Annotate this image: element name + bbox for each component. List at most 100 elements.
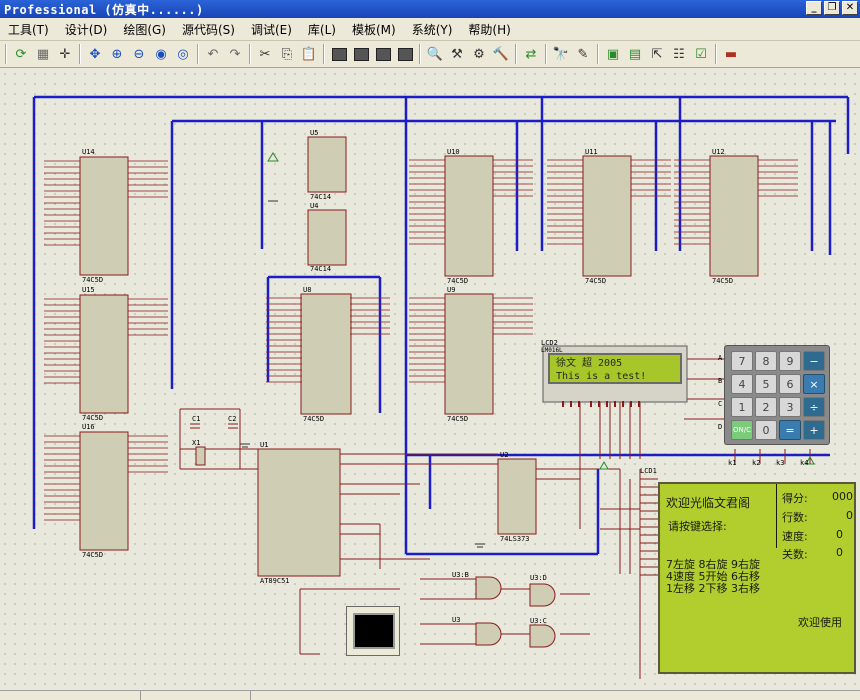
key-minus[interactable]: −	[803, 351, 825, 371]
menu-bar: 工具(T) 设计(D) 绘图(G) 源代码(S) 调试(E) 库(L) 模板(M…	[0, 18, 860, 41]
menu-library[interactable]: 库(L)	[307, 22, 336, 37]
zoom-in-icon[interactable]: ⊕	[111, 46, 123, 62]
pin-stubs	[43, 159, 799, 521]
menu-system[interactable]: 系统(Y)	[411, 22, 453, 37]
virtual-terminal	[346, 606, 400, 656]
power-arrows	[267, 152, 815, 470]
chip-bodies	[79, 136, 759, 577]
crystal-caps	[190, 423, 238, 466]
key-0[interactable]: 0	[755, 420, 777, 440]
key-multiply[interactable]: ×	[803, 374, 825, 394]
gate-label-u3c: U3:C	[530, 617, 547, 625]
menu-graph[interactable]: 绘图(G)	[123, 22, 166, 37]
window-title: Professional (仿真中......)	[4, 3, 204, 17]
grid-icon[interactable]: ▦	[36, 46, 50, 62]
exit-parent-icon[interactable]: ⇱	[651, 46, 663, 62]
keypad-row-b: B	[718, 377, 723, 385]
chip-part-u8: 74C5D	[303, 415, 325, 423]
zoom-all-icon[interactable]: ◉	[155, 46, 167, 62]
block-rotate-icon[interactable]	[374, 45, 392, 63]
origin-icon[interactable]: ✛	[59, 46, 71, 62]
paste-icon[interactable]: 📋	[300, 46, 318, 62]
menu-design[interactable]: 设计(D)	[64, 22, 108, 37]
menu-source[interactable]: 源代码(S)	[181, 22, 235, 37]
lcd2-part: LM016L	[541, 347, 563, 354]
decompose-icon[interactable]: 🔨	[492, 46, 510, 62]
key-2[interactable]: 2	[755, 397, 777, 417]
keypad-row-c: C	[718, 400, 723, 408]
chip-label-u10: U10	[447, 148, 460, 156]
chip-part-u12: 74C5D	[712, 277, 734, 285]
lcd2-pins	[562, 401, 640, 407]
menu-debug[interactable]: 调试(E)	[250, 22, 292, 37]
chip-label-u15: U15	[82, 286, 95, 294]
lcd1-footer: 欢迎使用	[798, 616, 842, 629]
chip-part-u10: 74C5D	[447, 277, 469, 285]
chip-part-u15: 74C5D	[82, 414, 104, 422]
menu-template[interactable]: 模板(M)	[351, 22, 396, 37]
ares-netlist-icon[interactable]: ▬	[724, 46, 738, 62]
and-gates	[475, 576, 556, 648]
ground-symbols	[240, 200, 485, 548]
make-device-icon[interactable]: ⚒	[451, 46, 463, 62]
chip-label-u16: U16	[82, 423, 95, 431]
block-copy-icon[interactable]	[330, 45, 348, 63]
new-sheet-icon[interactable]: ▣	[606, 46, 620, 62]
key-1[interactable]: 1	[731, 397, 753, 417]
title-bar: Professional (仿真中......) _ ❐ ✕	[0, 0, 860, 18]
zoom-out-icon[interactable]: ⊖	[133, 46, 145, 62]
refresh-icon[interactable]: ⟳	[15, 46, 27, 62]
toolbar: ⟳ ▦ ✛ ✥ ⊕ ⊖ ◉ ◎ ↶ ↷ ✂ ⎘ 📋 🔍 ⚒ ⚙ 🔨 ⇄ 🔭 ✎ …	[0, 41, 860, 68]
chip-part-u1: AT89C51	[260, 577, 290, 585]
chip-label-u1: U1	[260, 441, 269, 449]
chip-part-u2: 74LS373	[500, 535, 530, 543]
status-bar	[0, 690, 860, 700]
key-9[interactable]: 9	[779, 351, 801, 371]
chip-label-u2: U2	[500, 451, 509, 459]
cap-label-c1: C1	[192, 415, 201, 423]
menu-help[interactable]: 帮助(H)	[468, 22, 511, 37]
remove-sheet-icon[interactable]: ▤	[628, 46, 642, 62]
chip-label-u14: U14	[82, 148, 95, 156]
lcd1-speed-label: 速度:	[782, 530, 808, 543]
keypad-col-k4: k4	[800, 459, 809, 467]
menu-tools[interactable]: 工具(T)	[8, 22, 49, 37]
key-5[interactable]: 5	[755, 374, 777, 394]
keypad-col-k2: k2	[752, 459, 761, 467]
key-divide[interactable]: ÷	[803, 397, 825, 417]
bus-lines	[32, 95, 850, 556]
schematic-canvas[interactable]: U14 74C5D U15 74C5D U16 74C5D U5 74C14 U…	[0, 69, 860, 690]
block-move-icon[interactable]	[352, 45, 370, 63]
close-button[interactable]: ✕	[842, 1, 858, 15]
redo-icon[interactable]: ↷	[229, 46, 241, 62]
cut-icon[interactable]: ✂	[259, 46, 271, 62]
search-tag-icon[interactable]: 🔭	[552, 46, 570, 62]
keypad: 7 8 9 − 4 5 6 × 1 2 3 ÷ ON/C 0 = +	[724, 345, 830, 445]
key-equals[interactable]: =	[779, 420, 801, 440]
key-plus[interactable]: +	[803, 420, 825, 440]
zoom-area-icon[interactable]: ◎	[177, 46, 189, 62]
electrical-rule-check-icon[interactable]: ☑	[695, 46, 707, 62]
bill-of-materials-icon[interactable]: ☷	[673, 46, 685, 62]
pan-icon[interactable]: ✥	[89, 46, 101, 62]
key-4[interactable]: 4	[731, 374, 753, 394]
key-7[interactable]: 7	[731, 351, 753, 371]
undo-icon[interactable]: ↶	[207, 46, 219, 62]
key-3[interactable]: 3	[779, 397, 801, 417]
restore-button[interactable]: ❐	[824, 1, 840, 15]
property-assign-icon[interactable]: ✎	[577, 46, 589, 62]
chip-part-u5: 74C14	[310, 193, 332, 201]
pick-device-icon[interactable]: 🔍	[426, 46, 444, 62]
schematic-drawing	[32, 95, 850, 679]
key-8[interactable]: 8	[755, 351, 777, 371]
chip-label-u4: U4	[310, 202, 319, 210]
copy-icon[interactable]: ⎘	[281, 46, 293, 62]
key-on-clear[interactable]: ON/C	[731, 420, 753, 440]
status-messages	[140, 691, 251, 700]
minimize-button[interactable]: _	[806, 1, 822, 15]
key-6[interactable]: 6	[779, 374, 801, 394]
gate-label-u3: U3	[452, 616, 461, 624]
packaging-icon[interactable]: ⚙	[473, 46, 485, 62]
block-delete-icon[interactable]	[396, 45, 414, 63]
wire-autorouter-icon[interactable]: ⇄	[525, 46, 537, 62]
